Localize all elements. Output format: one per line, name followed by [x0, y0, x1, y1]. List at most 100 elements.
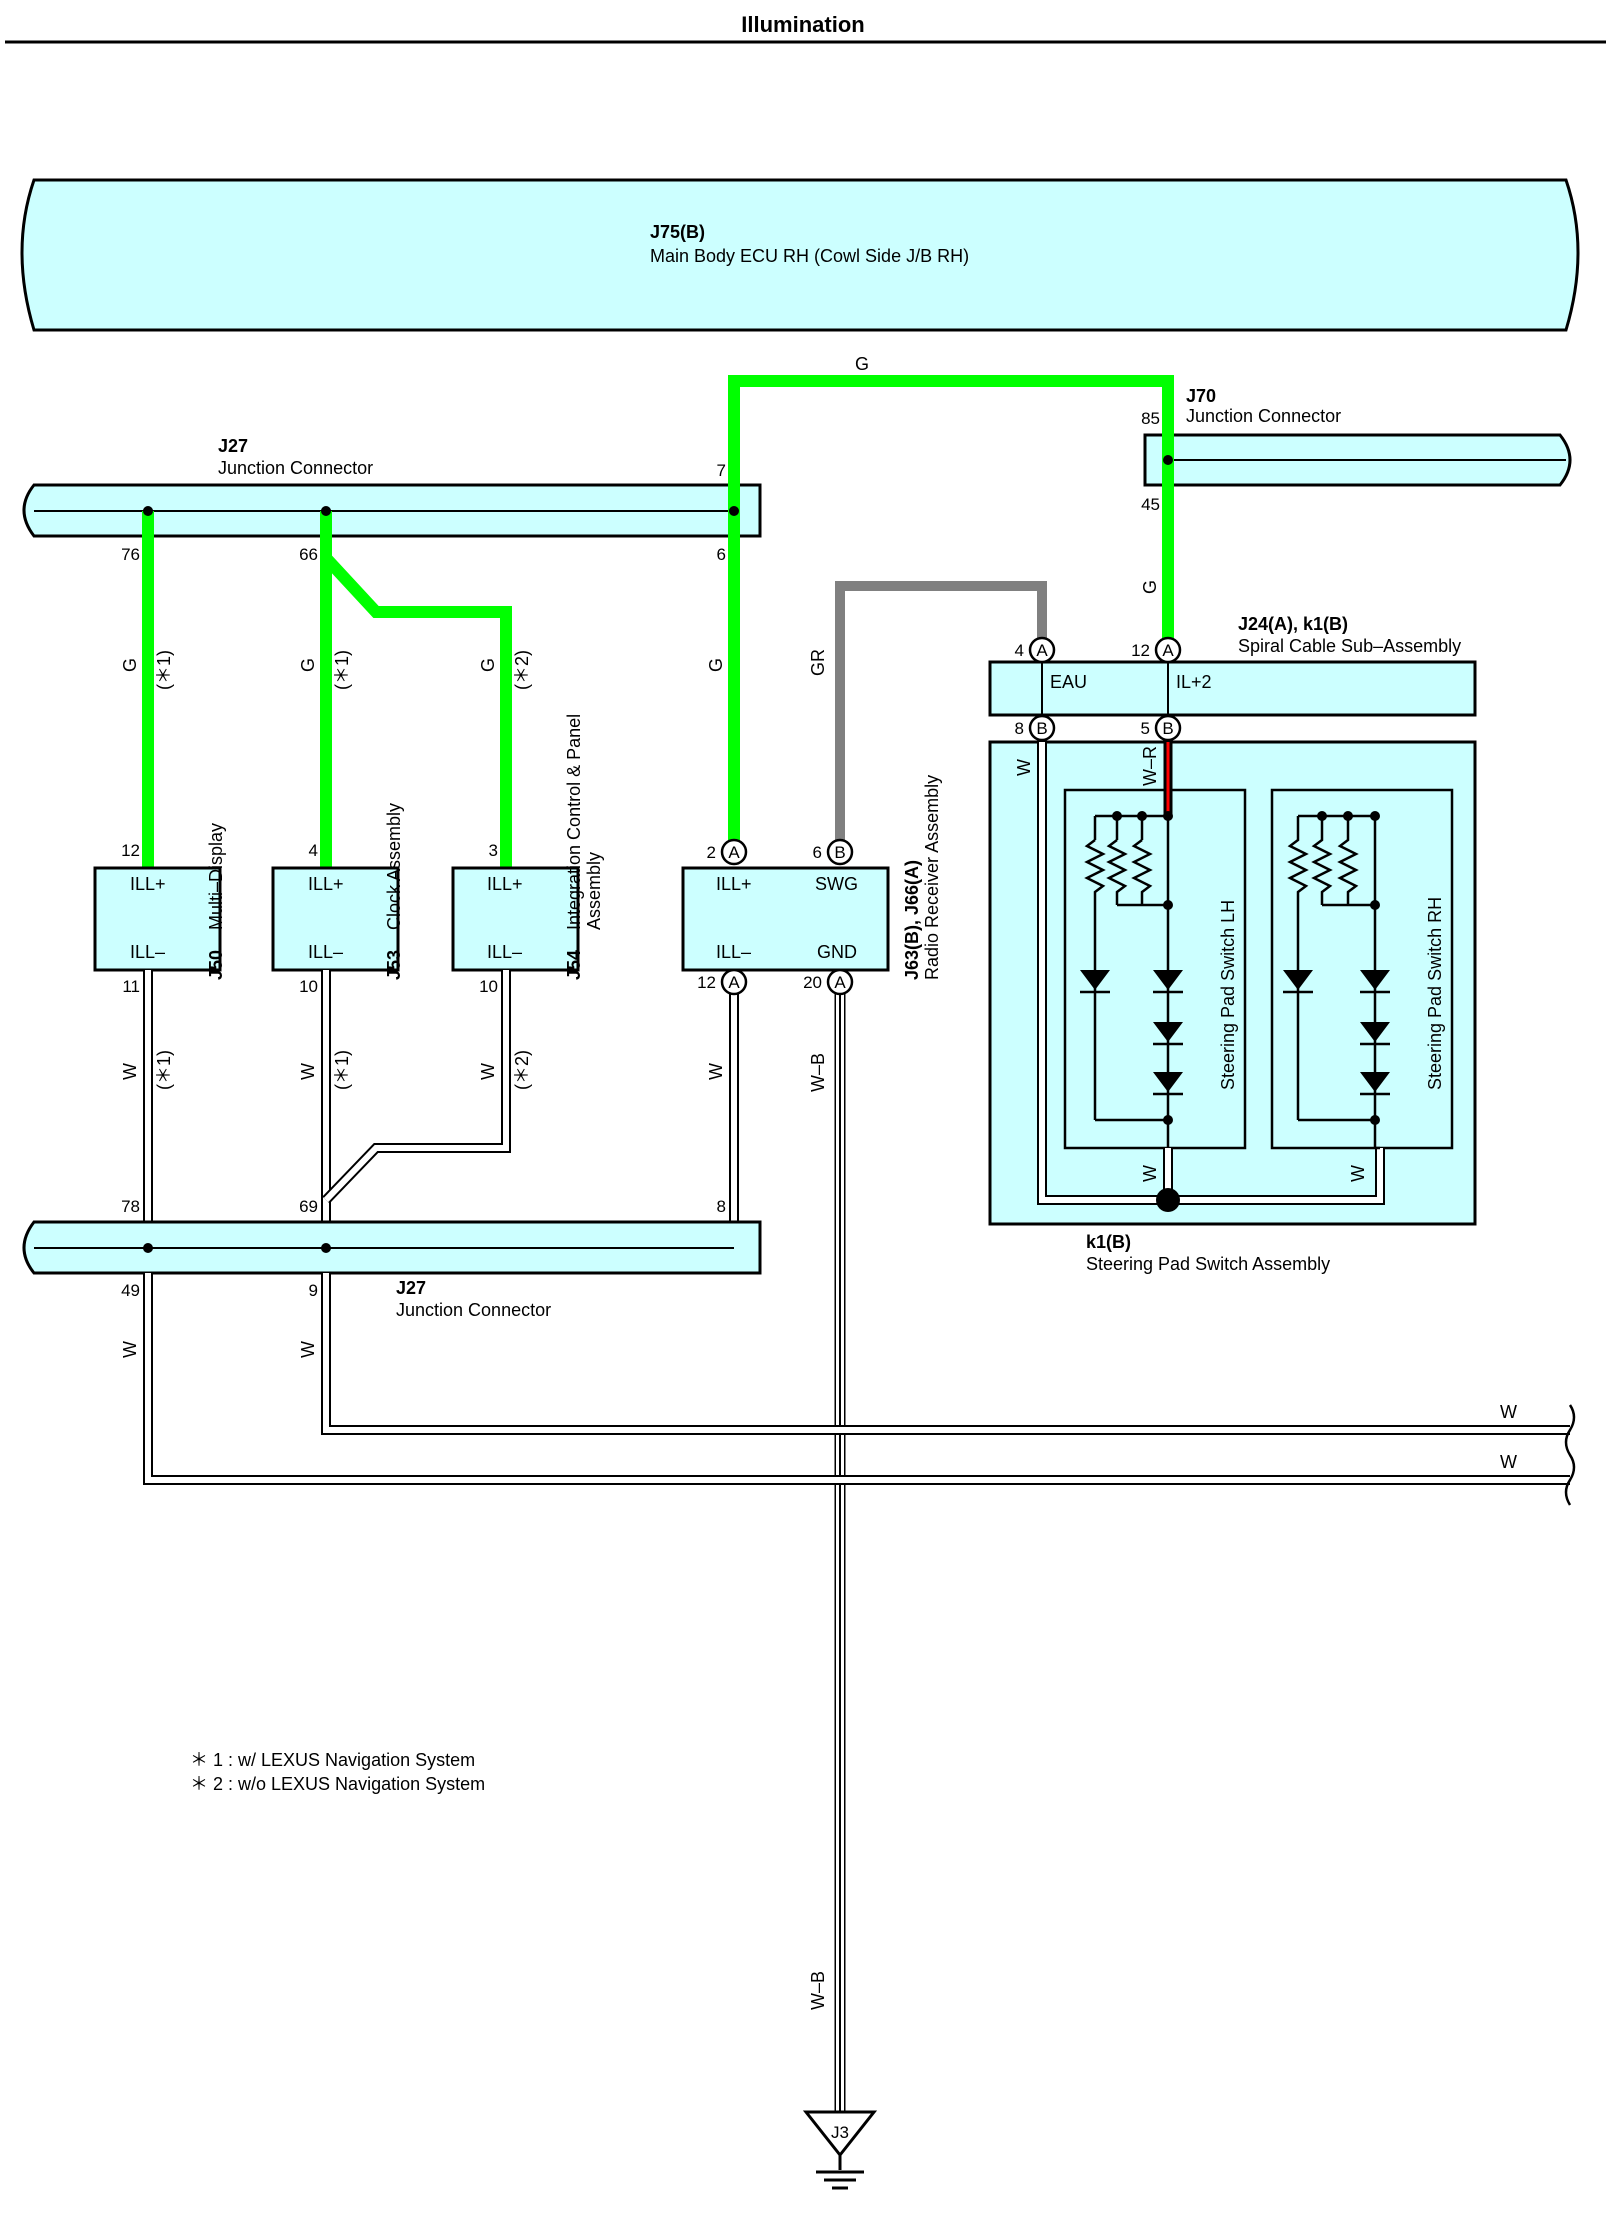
legend-note-1: ＊ 1 : w/ LEXUS Navigation System [190, 1750, 475, 1770]
wire-label-j50-w: W [120, 1063, 140, 1080]
wire-w-pad-inner [1039, 742, 1383, 1203]
wire-label-j53-w: W [298, 1063, 318, 1080]
j27-bottom-name: Junction Connector [396, 1300, 551, 1320]
pin-j54-10: 10 [479, 977, 498, 996]
j54-pin-bottom: ILL– [487, 942, 522, 962]
wire-label-j27b-9-w: W [298, 1341, 318, 1358]
radio-pin-gnd: GND [817, 942, 857, 962]
svg-text:A: A [1162, 641, 1174, 660]
svg-text:A: A [728, 973, 740, 992]
pin-j53-10: 10 [299, 977, 318, 996]
j50-box [93, 866, 222, 972]
wire-g-j54 [321, 553, 512, 868]
wire-label-top-g: G [855, 354, 869, 374]
j50-name: Multi–Display [206, 823, 226, 930]
j53-pin-bottom: ILL– [308, 942, 343, 962]
note-j54-2: (＊2) [512, 650, 532, 690]
pad-rh-circuit [1283, 811, 1390, 1150]
j53-code: J53 [384, 950, 404, 980]
j50-pin-top: ILL+ [130, 874, 166, 894]
wire-label-wb-lower: W–B [808, 1971, 828, 2010]
pin-j27b-8: 8 [717, 1197, 726, 1216]
pin-radio-20: 20 [803, 973, 822, 992]
j54-pin-top: ILL+ [487, 874, 523, 894]
pin-j70-45: 45 [1141, 495, 1160, 514]
j27-bottom-code: J27 [396, 1278, 426, 1298]
wire-g-top [728, 375, 1174, 511]
pin-j27b-78: 78 [121, 1197, 140, 1216]
conn-circle-radio-6: B [826, 838, 854, 866]
ground-j3-code: J3 [831, 2123, 849, 2142]
radio-pin-ill-minus: ILL– [716, 942, 751, 962]
spiral-name: Spiral Cable Sub–Assembly [1238, 636, 1461, 656]
svg-text:A: A [728, 843, 740, 862]
j50-pin-bottom: ILL– [130, 942, 165, 962]
spiral-cable-box [988, 660, 1477, 717]
spiral-pin-eau: EAU [1050, 672, 1087, 692]
legend-note-2: ＊ 2 : w/o LEXUS Navigation System [190, 1774, 485, 1794]
spiral-pin-il2: IL+2 [1176, 672, 1212, 692]
j70-code: J70 [1186, 386, 1216, 406]
pin-j50-12: 12 [121, 841, 140, 860]
pin-j70-85: 85 [1141, 409, 1160, 428]
conn-circle-radio-20: A [826, 968, 854, 996]
wire-w-j27b-49-inner [145, 1273, 1570, 1483]
pad-rh-name: Steering Pad Switch RH [1425, 897, 1445, 1090]
pin-j27t-6: 6 [717, 545, 726, 564]
radio-pin-ill-plus: ILL+ [716, 874, 752, 894]
wire-label-gr: GR [808, 649, 828, 676]
pin-spiral-8: 8 [1015, 719, 1024, 738]
wire-break-marks [1564, 1404, 1576, 1506]
splice-j70 [1163, 455, 1173, 465]
pad-lh-frame [1063, 788, 1247, 1150]
j75-ecu-box [20, 178, 1580, 332]
j75-name: Main Body ECU RH (Cowl Side J/B RH) [650, 246, 969, 266]
note-j53-w-1: (＊1) [332, 1050, 352, 1090]
pad-lh-name: Steering Pad Switch LH [1218, 900, 1238, 1090]
svg-text:A: A [1036, 641, 1048, 660]
note-j54-w-2: (＊2) [512, 1050, 532, 1090]
pad-rh-frame [1270, 788, 1454, 1150]
pin-j27b-69: 69 [299, 1197, 318, 1216]
wire-label-right-w1: W [1500, 1402, 1517, 1422]
wire-label-wb-upper: W–B [808, 1053, 828, 1092]
note-j50-1: (＊1) [154, 650, 174, 690]
splice-j27t-76 [143, 506, 153, 516]
svg-text:B: B [1162, 719, 1173, 738]
radio-code: J63(B), J66(A) [902, 860, 922, 980]
wire-label-radio-g: G [706, 658, 726, 672]
pin-spiral-4: 4 [1015, 641, 1024, 660]
page-title: Illumination [741, 12, 864, 37]
note-j50-w-1: (＊1) [154, 1050, 174, 1090]
radio-box [681, 866, 890, 972]
j54-name2: Assembly [584, 852, 604, 930]
pin-j27b-49: 49 [121, 1281, 140, 1300]
radio-name: Radio Receiver Assembly [922, 775, 942, 980]
splice-j27b-69 [321, 1243, 331, 1253]
conn-circle-spiral-8: B [1028, 714, 1056, 742]
wire-label-j50-g: G [120, 658, 140, 672]
ground-j3: J3 [802, 2110, 878, 2190]
j53-box [271, 866, 400, 972]
wire-label-right-w2: W [1500, 1452, 1517, 1472]
note-j53-1: (＊1) [332, 650, 352, 690]
svg-text:B: B [834, 843, 845, 862]
wire-w-j54-inner [323, 970, 509, 1203]
pin-j27b-9: 9 [309, 1281, 318, 1300]
k1-name: Steering Pad Switch Assembly [1086, 1254, 1330, 1274]
pin-radio-2: 2 [707, 843, 716, 862]
wire-label-j70-g: G [1140, 580, 1160, 594]
j54-name: Integration Control & Panel [564, 714, 584, 930]
wire-label-j27b-49-w: W [120, 1341, 140, 1358]
k1-code: k1(B) [1086, 1232, 1131, 1252]
k1-splice [1156, 1188, 1180, 1212]
svg-text:A: A [834, 973, 846, 992]
j54-box [451, 866, 580, 972]
j27-top-name: Junction Connector [218, 458, 373, 478]
spiral-code: J24(A), k1(B) [1238, 614, 1348, 634]
pin-spiral-5: 5 [1141, 719, 1150, 738]
wire-label-j53-g: G [298, 658, 318, 672]
wire-label-j54-w: W [478, 1063, 498, 1080]
pin-j27t-76: 76 [121, 545, 140, 564]
pin-radio-6: 6 [813, 843, 822, 862]
